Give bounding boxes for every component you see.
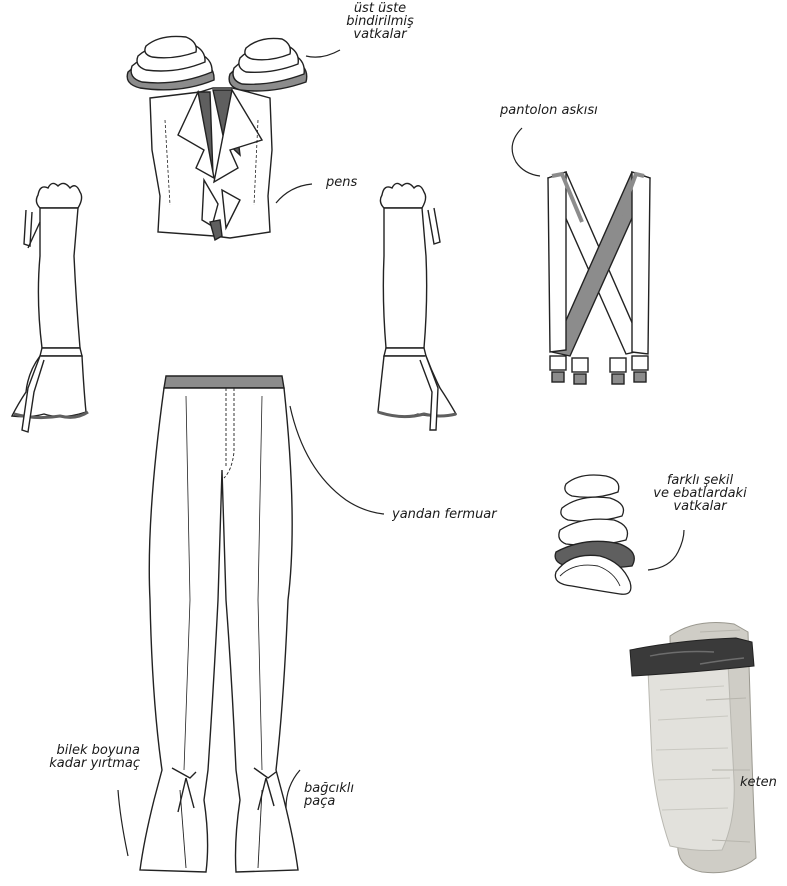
label-suspenders: pantolon askısı bbox=[500, 104, 620, 117]
label-side-zip: yandan fermuar bbox=[392, 508, 532, 521]
leader-line-ankle-slit bbox=[118, 790, 128, 856]
leader-line-laced-hem bbox=[286, 770, 300, 808]
vest-drawing bbox=[150, 88, 272, 240]
label-pens: pens bbox=[326, 176, 386, 189]
label-various-pads: farklı şekil ve ebatlardaki vatkalar bbox=[640, 474, 760, 513]
leader-line-side-zip bbox=[290, 406, 384, 514]
linen-fabric-swatch bbox=[630, 623, 756, 873]
leader-line-pens bbox=[276, 184, 312, 203]
various-shoulder-pads bbox=[555, 475, 634, 594]
stacked-shoulder-pads-left bbox=[127, 36, 214, 89]
label-stacked-pads: üst üste bindirilmiş vatkalar bbox=[330, 2, 430, 41]
leader-line-pads-top bbox=[306, 50, 340, 57]
right-ruffled-sleeve bbox=[378, 183, 456, 430]
leader-line-suspenders bbox=[512, 128, 540, 176]
label-laced-hem: bağcıklı paça bbox=[304, 782, 384, 808]
trousers-drawing bbox=[140, 376, 298, 872]
suspenders-drawing bbox=[548, 172, 650, 384]
label-linen: keten bbox=[740, 776, 787, 789]
label-ankle-slit: bilek boyuna kadar yırtmaç bbox=[20, 744, 140, 770]
left-ruffled-sleeve bbox=[12, 183, 88, 432]
leader-line-pads-various bbox=[648, 530, 684, 570]
stacked-shoulder-pads-right bbox=[229, 38, 307, 91]
